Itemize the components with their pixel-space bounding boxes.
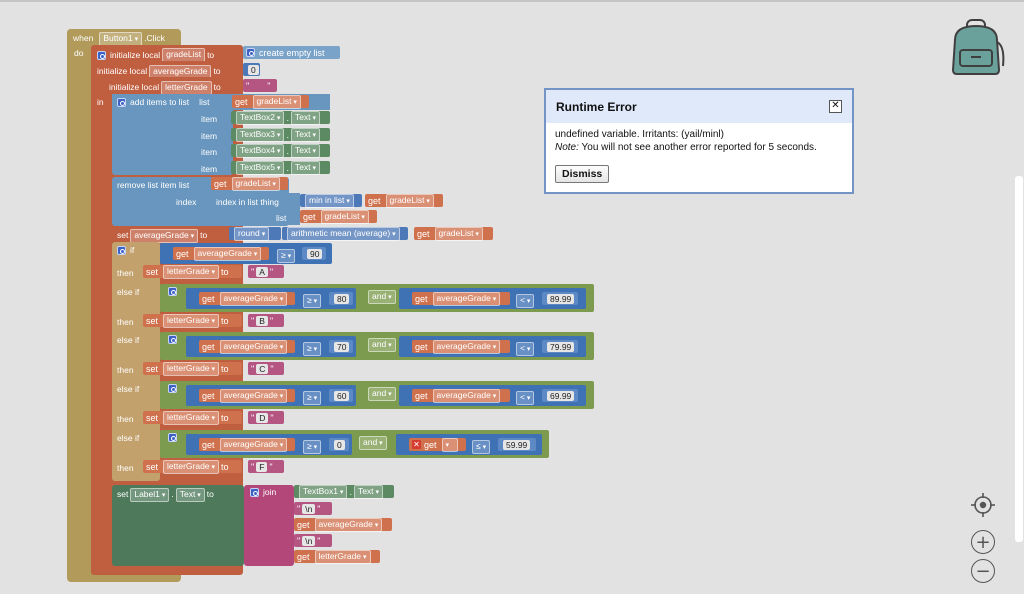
dismiss-button[interactable]: Dismiss [555,165,610,183]
mean-block[interactable]: arithmetic mean (average) [282,226,408,241]
textbox3-text-block[interactable]: TextBox3.Text [231,127,330,142]
var-name-field[interactable]: gradeList [162,48,206,62]
textbox4-text-block[interactable]: TextBox4.Text [231,143,330,158]
text-F-block[interactable]: "F" [248,460,284,473]
min-in-list-block[interactable]: min in list [300,193,362,208]
dialog-header: Runtime Error ✕ [546,90,852,123]
top-border [0,0,1024,2]
do-label: do [74,48,84,58]
mutator-gear-icon[interactable] [117,97,126,107]
dialog-body: undefined variable. Irritants: (yail/min… [546,123,852,159]
number-block[interactable]: 0 [243,63,260,76]
mutator-gear-icon[interactable] [168,287,177,296]
error-x-icon: ✕ [412,440,421,449]
mutator-gear-icon[interactable] [246,48,255,57]
mutator-gear-icon[interactable] [97,50,106,60]
error-note: Note: You will not see another error rep… [555,142,817,153]
join-block[interactable] [244,485,294,566]
mutator-gear-icon[interactable] [250,487,259,497]
textbox5-text-block[interactable]: TextBox5.Text [231,160,330,175]
mutator-gear-icon[interactable] [117,245,126,255]
in-label: in [97,97,104,107]
backpack-icon[interactable] [947,18,1007,76]
newline-text-block[interactable]: "\n" [294,502,332,515]
close-icon[interactable]: ✕ [829,100,842,113]
error-message: undefined variable. Irritants: (yail/min… [555,129,724,140]
mutator-gear-icon[interactable] [168,384,177,393]
text-C-block[interactable]: "C" [248,362,284,375]
text-A-block[interactable]: "A" [248,265,284,278]
textbox2-text-block[interactable]: TextBox2.Text [231,110,330,125]
component-dropdown[interactable]: Button1 [99,32,143,46]
compare-op-dropdown[interactable]: ≥ [277,249,296,263]
zoom-out-icon[interactable]: − [971,559,995,583]
mutator-gear-icon[interactable] [168,335,177,344]
text-B-block[interactable]: "B" [248,314,284,327]
recenter-target-icon[interactable] [971,493,995,517]
get-undefined-block[interactable]: ✕get [409,437,466,452]
logic-op-dropdown[interactable]: and [368,290,396,304]
zoom-in-icon[interactable]: + [971,530,995,554]
dialog-title: Runtime Error [556,99,637,114]
newline-text-block[interactable]: "\n" [294,534,332,547]
text-D-block[interactable]: "D" [248,411,284,424]
runtime-error-dialog: Runtime Error ✕ undefined variable. Irri… [544,88,854,194]
if-else-block[interactable] [112,242,160,481]
round-block[interactable]: round [229,226,281,241]
var-name-field[interactable]: letterGrade [161,81,212,95]
mutator-gear-icon[interactable] [168,433,177,442]
vertical-scrollbar[interactable] [1015,176,1023,542]
set-lettergrade-block[interactable]: setletterGradeto [143,264,242,279]
create-empty-list-block[interactable]: create empty list [243,46,340,59]
empty-text-block[interactable]: "" [243,79,277,92]
textbox1-text-block[interactable]: TextBox1.Text [294,484,394,499]
